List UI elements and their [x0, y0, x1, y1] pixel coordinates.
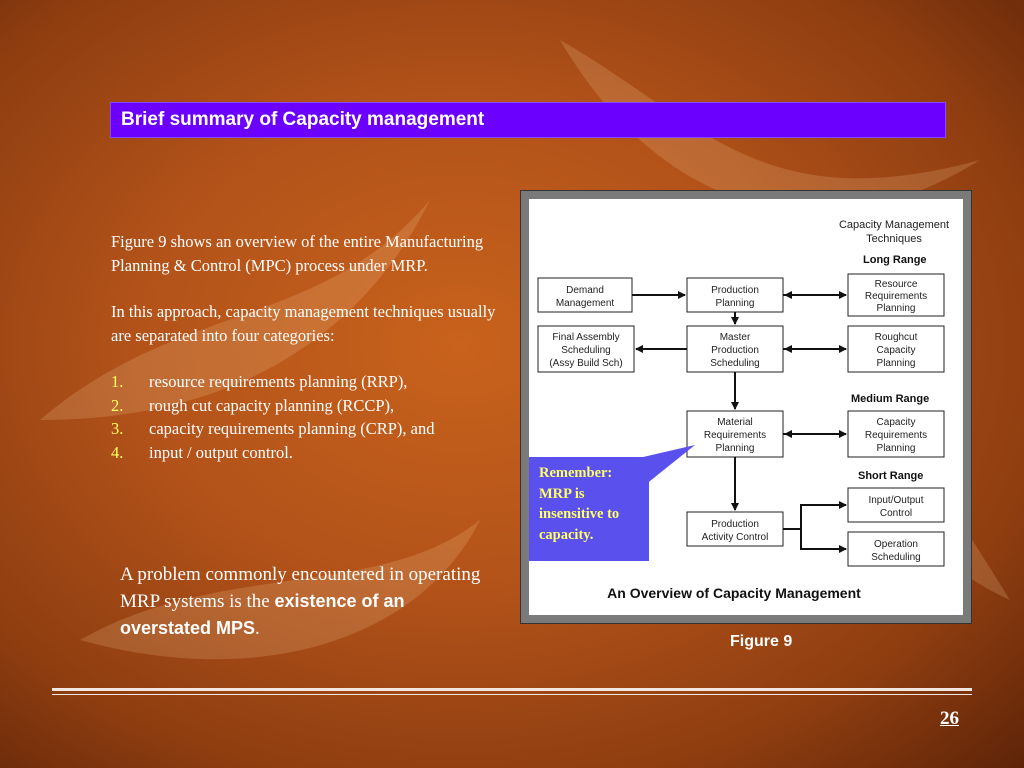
box-label: Activity Control	[702, 532, 769, 543]
list-number: 4.	[111, 442, 124, 462]
arrow	[800, 529, 847, 553]
box-label: Planning	[877, 358, 916, 369]
list-item: 4. input / output control.	[111, 441, 511, 465]
list-number: 2.	[111, 395, 124, 415]
box-label: Input/Output	[868, 495, 923, 506]
page-number: 26	[940, 708, 959, 729]
demand-management-box	[537, 277, 633, 313]
medium-range-label: Medium Range	[851, 393, 929, 405]
problem-statement: A problem commonly encountered in operat…	[120, 562, 500, 642]
box-label: Production	[711, 345, 759, 356]
diagram-header-line2: Techniques	[866, 233, 922, 245]
figure-label: Figure 9	[730, 633, 793, 650]
diagram-header-line1: Capacity Management	[839, 219, 949, 231]
list-item: 1. resource requirements planning (RRP),	[111, 370, 511, 394]
box-label: Production	[711, 519, 759, 530]
box-label: Demand	[566, 285, 604, 296]
short-range-label: Short Range	[858, 470, 923, 482]
list-text: resource requirements planning (RRP),	[149, 372, 408, 391]
title-bar: Brief summary of Capacity management	[110, 102, 946, 138]
list-item: 3. capacity requirements planning (CRP), …	[111, 417, 511, 441]
box-label: Operation	[874, 539, 918, 550]
capacity-management-diagram: Capacity Management Techniques Long Rang…	[537, 219, 949, 601]
roughcut-capacity-box	[847, 325, 945, 373]
list-text: input / output control.	[149, 442, 293, 462]
footer-rule-thin	[52, 694, 972, 695]
box-label: Scheduling	[871, 552, 920, 563]
list-text: rough cut capacity planning (RCCP),	[149, 395, 395, 415]
footer-rule	[52, 688, 972, 691]
final-assembly-box	[537, 325, 635, 373]
master-production-box	[686, 325, 784, 373]
slide-title: Brief summary of Capacity management	[121, 109, 485, 130]
box-label: Management	[556, 298, 615, 309]
box-label: Final Assembly	[552, 332, 619, 343]
approach-paragraph: In this approach, capacity management te…	[111, 302, 496, 345]
capacity-requirements-box	[847, 410, 945, 458]
box-label: Planning	[877, 303, 916, 314]
box-label: Planning	[877, 443, 916, 454]
resource-requirements-box	[847, 273, 945, 317]
list-number: 3.	[111, 419, 124, 438]
box-label: Requirements	[865, 291, 927, 302]
production-activity-box	[686, 511, 784, 547]
material-requirements-box	[686, 410, 784, 458]
box-label: Material	[717, 417, 753, 428]
problem-end: .	[255, 618, 260, 639]
box-label: Resource	[875, 279, 918, 290]
box-label: Capacity	[877, 345, 916, 356]
list-item: 2. rough cut capacity planning (RCCP),	[111, 394, 511, 418]
box-label: Roughcut	[875, 332, 918, 343]
box-label: Master	[720, 332, 751, 343]
arrow	[783, 501, 847, 530]
intro-paragraph: Figure 9 shows an overview of the entire…	[111, 232, 484, 275]
body-text: Figure 9 shows an overview of the entire…	[111, 230, 511, 464]
box-label: Production	[711, 285, 759, 296]
box-label: Scheduling	[561, 345, 610, 356]
box-label: Planning	[716, 443, 755, 454]
long-range-label: Long Range	[863, 254, 927, 266]
box-label: Capacity	[877, 417, 916, 428]
list-text: capacity requirements planning (CRP), an…	[149, 419, 435, 438]
operation-scheduling-box	[847, 531, 945, 567]
box-label: Planning	[716, 298, 755, 309]
box-label: (Assy Build Sch)	[549, 358, 622, 369]
list-number: 1.	[111, 372, 124, 391]
box-label: Requirements	[865, 430, 927, 441]
box-label: Requirements	[704, 430, 766, 441]
diagram-caption: An Overview of Capacity Management	[607, 585, 861, 601]
callout-text: Remember: MRP is insensitive to capacity…	[539, 465, 620, 543]
input-output-box	[847, 487, 945, 523]
problem-text: A problem commonly encountered in operat…	[120, 564, 481, 612]
categories-list: 1.resource requirements planning (RRP), …	[111, 370, 511, 464]
problem-emphasis: existence of an overstated MPS	[120, 591, 405, 638]
remember-callout: Remember: MRP is insensitive to capacity…	[529, 457, 649, 561]
box-label: Scheduling	[710, 358, 759, 369]
box-label: Control	[880, 508, 912, 519]
